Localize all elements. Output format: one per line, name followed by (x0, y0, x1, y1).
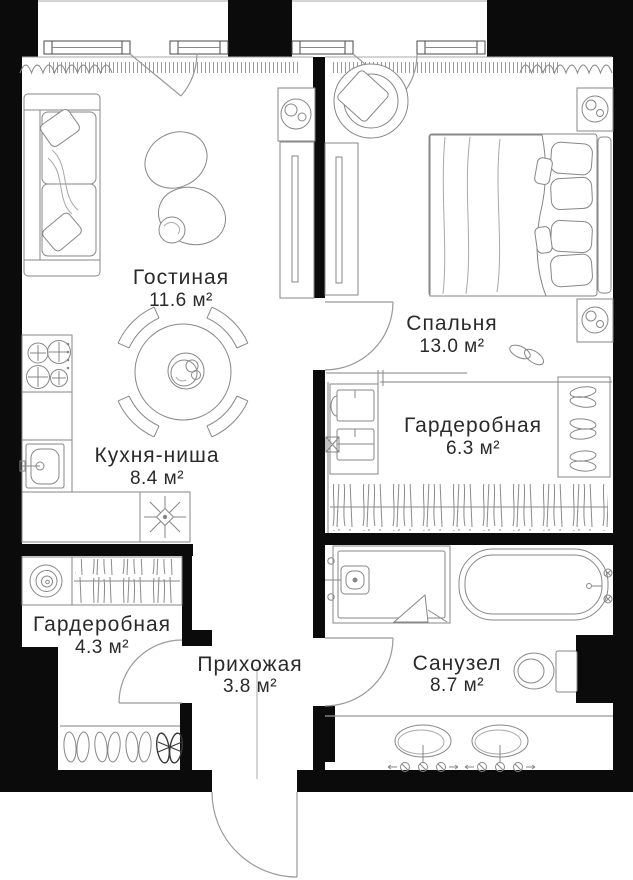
nightstand-bottom (576, 298, 614, 343)
plant-pot-icon (277, 87, 316, 142)
curtain-living (19, 64, 113, 75)
shower-cabin (325, 545, 451, 624)
mirror-spiral-icon (29, 564, 63, 598)
window-living-right (169, 40, 229, 55)
label-wardrobe-large-area: 6.3 м² (446, 438, 500, 459)
window-bedroom-right (416, 40, 486, 55)
wardrobe-large-furniture (325, 370, 612, 533)
balcony-door-living (129, 53, 198, 97)
door-entrance (211, 791, 298, 878)
curtain-bedroom (519, 64, 613, 75)
ceiling-light-icon (144, 496, 186, 538)
label-bedroom-name: Спальня (406, 312, 497, 335)
window-bedroom-left (291, 40, 354, 55)
walls (0, 0, 633, 792)
label-wardrobe-large-name: Гардеробная (404, 414, 542, 437)
label-hallway-name: Прихожая (197, 653, 302, 676)
label-wardrobe-small-area: 4.3 м² (75, 637, 129, 658)
living-room-furniture (23, 87, 316, 299)
label-living-name: Гостиная (133, 266, 229, 289)
kitchen-counter (21, 334, 191, 543)
door-wardrobe-small (118, 639, 183, 704)
floor-plant (144, 131, 226, 246)
bedroom-furniture (324, 63, 614, 366)
dining-table (134, 323, 232, 421)
duct-shaft (576, 635, 613, 703)
label-living-area: 11.6 м² (149, 290, 213, 311)
sofa (23, 93, 101, 277)
door-bathroom (324, 637, 394, 707)
vanity-sinks (325, 715, 613, 772)
slippers-icon (509, 344, 545, 366)
cooktop (26, 340, 71, 389)
nightstand-top (576, 87, 614, 132)
label-wardrobe-small-name: Гардеробная (33, 613, 171, 636)
shoe-shelf-large (557, 376, 611, 478)
drawer-units (325, 383, 379, 475)
doors (118, 301, 394, 878)
label-hallway-area: 3.8 м² (223, 676, 277, 697)
door-bedroom (324, 301, 394, 371)
armchair (333, 63, 409, 139)
kitchen-sink (19, 443, 65, 489)
window-living-left (43, 40, 131, 55)
shoe-rack-small (60, 725, 183, 764)
shower-door (392, 593, 429, 623)
toilet (513, 650, 578, 693)
hanging-rail-small (74, 559, 180, 603)
wardrobe-small-furniture (21, 556, 183, 764)
hanging-rail-large (330, 484, 608, 531)
blinds-hatch-living (46, 62, 298, 73)
bathroom-furniture (325, 545, 613, 772)
tv-unit-living (279, 141, 315, 299)
label-bedroom-area: 13.0 м² (419, 336, 484, 357)
tv-unit-bedroom (324, 142, 359, 296)
bay-windows (19, 0, 613, 97)
label-kitchen-area: 8.4 м² (130, 468, 184, 489)
label-kitchen-name: Кухня-ниша (94, 444, 219, 467)
room-labels: Гостиная 11.6 м² Спальня 13.0 м² Кухня-н… (33, 266, 542, 697)
label-bathroom-area: 8.7 м² (430, 675, 484, 696)
double-bed (428, 133, 612, 297)
kitchen-furniture (19, 306, 249, 543)
bathtub (458, 548, 613, 621)
blinds-hatch-bedroom (333, 62, 558, 73)
label-bathroom-name: Санузел (413, 652, 502, 675)
